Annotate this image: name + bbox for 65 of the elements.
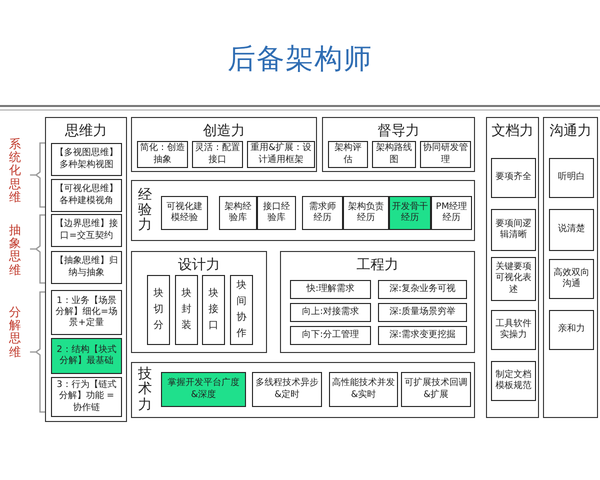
skill-box: 可视化建模经验 — [161, 196, 208, 230]
skill-box: PM经理经历 — [431, 196, 472, 230]
skill-box: 1：业务【场景分解】细化=场景+定量 — [51, 290, 122, 335]
skill-panel — [45, 117, 127, 422]
skill-panel — [131, 362, 475, 418]
panel-title: 经验力 — [138, 187, 152, 234]
skill-box: 【可视化思维】各种建模视角 — [51, 179, 122, 212]
skill-box: 开发骨干经历 — [389, 196, 431, 230]
skill-panel — [131, 251, 267, 353]
skill-box: 架构路线图 — [372, 141, 416, 168]
skill-box: 重用&扩展：设计通用框架 — [247, 141, 315, 168]
skill-box: 工具软件实操力 — [491, 310, 536, 350]
skill-box: 块切分 — [147, 275, 170, 345]
skill-panel — [322, 117, 475, 172]
skill-box: 掌握开发平台广度&深度 — [161, 372, 246, 407]
skill-box: 制定文档模板规范 — [491, 361, 536, 401]
side-label: 抽象思维 — [9, 224, 21, 277]
skill-box: 多线程技术异步&定时 — [252, 372, 322, 407]
panel-title: 督导力 — [376, 122, 420, 140]
skill-box: 简化：创造抽象 — [137, 141, 188, 168]
skill-box: 深:需求变更挖掘 — [378, 326, 467, 345]
skill-panel — [131, 180, 475, 241]
skill-box: 关键要项可视化表述 — [491, 257, 536, 301]
skill-box: 块封装 — [175, 275, 198, 345]
panel-title: 工程力 — [356, 256, 400, 274]
skill-box: 【多视图思维】多种架构视图 — [51, 143, 122, 176]
skill-box: 说清楚 — [549, 209, 594, 251]
skill-box: 可扩展技术回调&扩展 — [401, 372, 471, 407]
skill-box: 块接口 — [202, 275, 225, 345]
panel-title: 思维力 — [64, 122, 108, 140]
skill-box: 架构评估 — [328, 141, 368, 168]
skill-box: 【抽象思维】归纳与抽象 — [51, 251, 122, 284]
skill-box: 向上:对接需求 — [290, 303, 371, 322]
skill-box: 听明白 — [549, 158, 594, 198]
skill-panel — [280, 251, 475, 353]
skill-box: 深:质量场景穷举 — [378, 303, 467, 322]
skill-box: 块间协作 — [230, 275, 253, 345]
skill-box: 要项齐全 — [491, 158, 536, 198]
panel-title: 技术力 — [138, 366, 152, 414]
skill-box: 【边界思维】接口=交互契约 — [51, 214, 122, 247]
panel-title: 沟通力 — [548, 122, 592, 140]
skill-panel — [543, 117, 598, 418]
panel-title: 文档力 — [490, 122, 534, 140]
skill-box: 架构负责经历 — [343, 196, 389, 230]
skill-box: 接口经验库 — [257, 196, 296, 230]
skill-box: 高性能技术并发&实时 — [329, 372, 398, 407]
skill-box: 深:复杂业务可视 — [378, 280, 467, 299]
side-label: 系统化思维 — [9, 138, 21, 204]
side-label: 分解思维 — [9, 306, 21, 359]
skill-box: 架构经验库 — [219, 196, 257, 230]
skill-box: 2：结构【块式分解】最基础 — [51, 338, 122, 374]
skill-box: 需求师经历 — [302, 196, 343, 230]
skill-box: 协同研发管理 — [420, 141, 471, 168]
skill-panel — [131, 117, 317, 172]
skill-box: 灵活：配置接口 — [192, 141, 243, 168]
skill-box: 亲和力 — [549, 310, 594, 350]
skill-box: 高效双向沟通 — [549, 259, 594, 299]
skill-box: 要项间逻辑清晰 — [491, 209, 536, 251]
skill-panel — [486, 117, 539, 418]
diagram-title: 后备架构师 — [226, 41, 374, 77]
panel-title: 设计力 — [177, 256, 221, 274]
skill-box: 向下:分工管理 — [290, 326, 371, 345]
skill-box: 3：行为【链式分解】功能 = 协作链 — [51, 377, 122, 417]
skill-box: 快:理解需求 — [290, 280, 371, 299]
panel-title: 创造力 — [202, 122, 246, 140]
